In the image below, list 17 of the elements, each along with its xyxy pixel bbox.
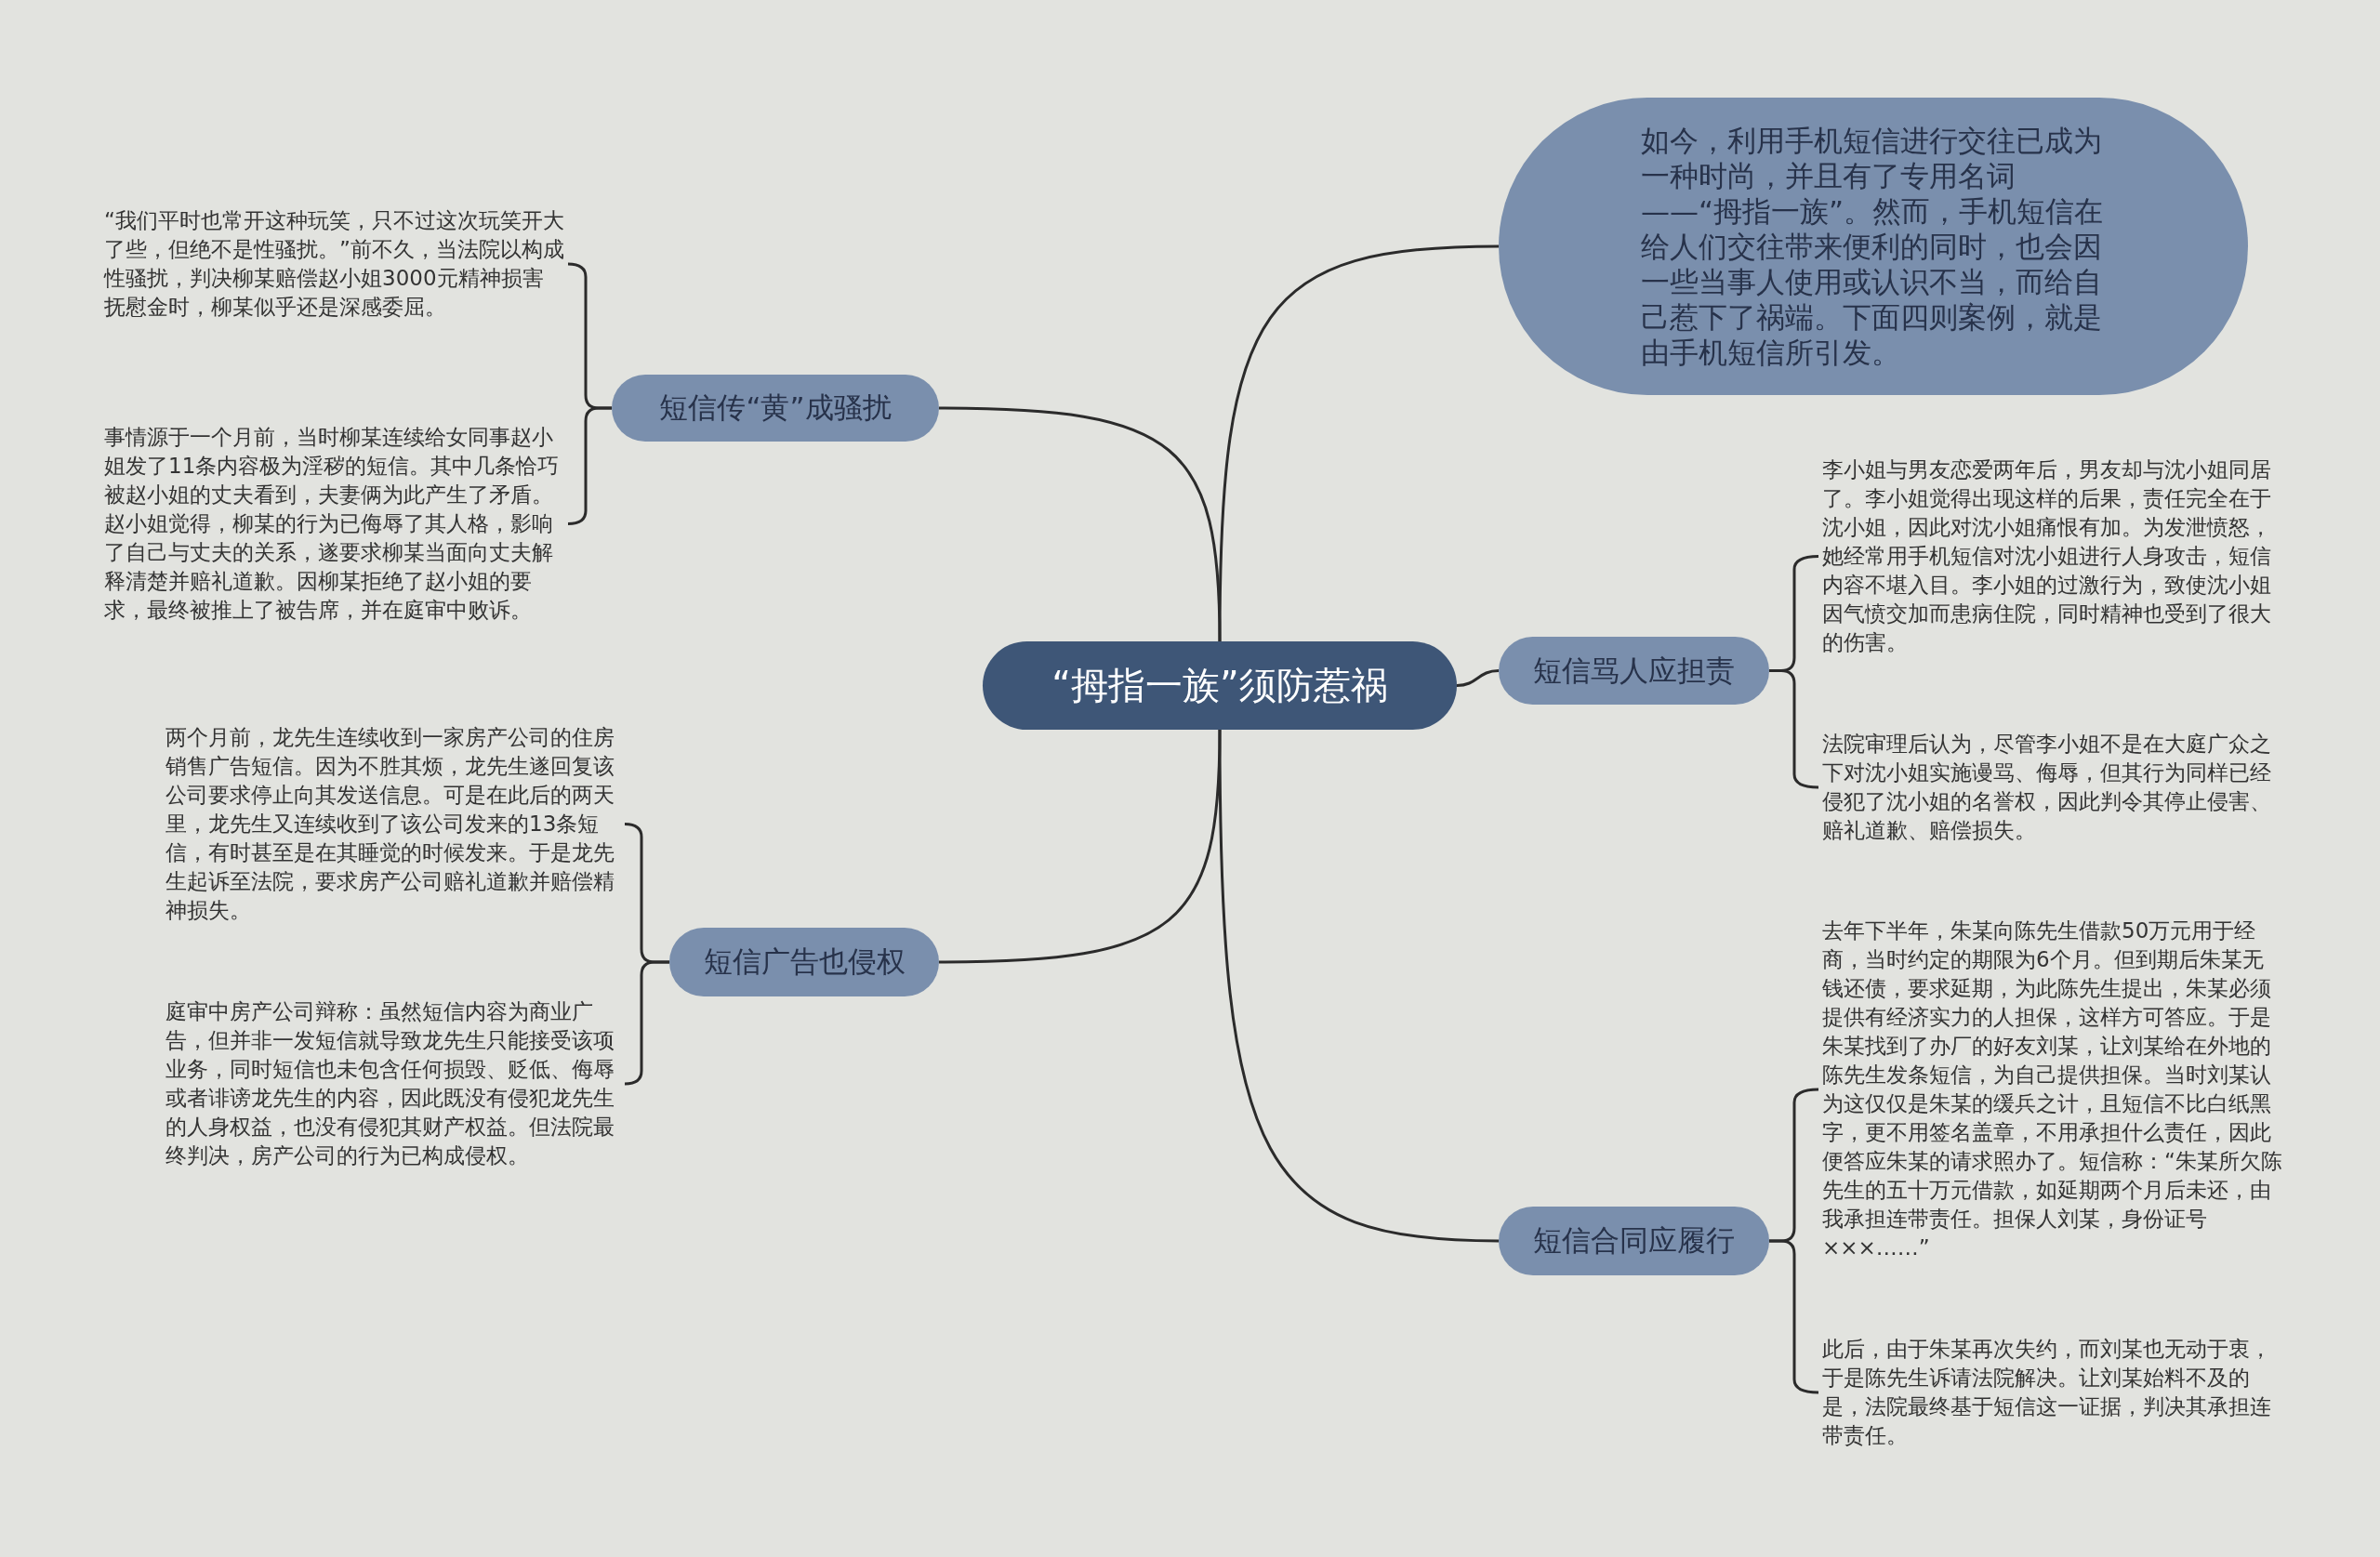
branch-box: 短信骂人应担责 — [1499, 637, 1769, 705]
case-text: 庭审中房产公司辩称：虽然短信内容为商业广告，但并非一发短信就导致龙先生只能接受该项业务，同时短信也未包含任何损毁、贬低、侮辱或者诽谤龙先生的内容，因此既没有侵犯龙先生的人身权益，也没有侵犯其财产权益。但法院最终判决，房产公司的行为已构成侵权。 — [165, 997, 621, 1170]
case-text: 事情源于一个月前，当时柳某连续给女同事赵小姐发了11条内容极为淫秽的短信。其中几条恰巧被赵小姐的丈夫看到，夫妻俩为此产生了矛盾。赵小姐觉得，柳某的行为已侮辱了其人格，影响了自己与丈夫的关系，遂要求柳某当面向丈夫解释清楚并赔礼道歉。因柳某拒绝了赵小姐的要求，最终被推上了被告席，并在庭审中败诉。 — [104, 423, 564, 625]
branch-box: 短信广告也侵权 — [669, 928, 939, 996]
branch-connector — [938, 729, 1222, 964]
topic-box: “拇指一族”须防惹祸 — [983, 641, 1457, 730]
case-text: 李小姐与男友恋爱两年后，男友却与沈小姐同居了。李小姐觉得出现这样的后果，责任完全在于沈小姐，因此对沈小姐痛恨有加。为发泄愤怒，她经常用手机短信对沈小姐进行人身攻击，短信内容不堪入目。李小姐的过激行为，致使沈小姐因气愤交加而患病住院，同时精神也受到了很大的伤害。 — [1822, 455, 2282, 657]
case-text: 去年下半年，朱某向陈先生借款50万元用于经商，当时约定的期限为6个月。但到期后朱某无钱还债，要求延期，为此陈先生提出，朱某必须提供有经济实力的人担保，这样方可答应。于是朱某找到了办厂的好友刘某，让刘某给在外地的陈先生发条短信，为自己提供担保。当时刘某认为这仅仅是朱某的缓兵之计，且短信不比白纸黑字，更不用签名盖章，不用承担什么责任，因此便答应朱某的请求照办了。短信称：“朱某所欠陈先生的五十万元借款，如延期两个月后未还，由我承担连带责任。担保人刘某，身份证号×××……” — [1822, 917, 2282, 1262]
case-text: 法院审理后认为，尽管李小姐不是在大庭广众之下对沈小姐实施谩骂、侮辱，但其行为同样已经侵犯了沈小姐的名誉权，因此判令其停止侵害、赔礼道歉、赔偿损失。 — [1822, 730, 2282, 845]
branch-box: 短信传“黄”成骚扰 — [612, 375, 939, 442]
branch-connector — [1456, 669, 1500, 687]
case-text: 两个月前，龙先生连续收到一家房产公司的住房销售广告短信。因为不胜其烦，龙先生遂回复该公司要求停止向其发送信息。可是在此后的两天里，龙先生又连续收到了该公司发来的13条短信，有时甚至是在其睡觉的时候发来。于是龙先生起诉至法院，要求房产公司赔礼道歉并赔偿精神损失。 — [165, 723, 621, 925]
branch-connector — [938, 406, 1222, 642]
case-text: “我们平时也常开这种玩笑，只不过这次玩笑开大了些，但绝不是性骚扰。”前不久，当法院以构成性骚扰，判决柳某赔偿赵小姐3000元精神损害抚慰金时，柳某似乎还是深感委屈。 — [104, 206, 564, 322]
case-text: 此后，由于朱某再次失约，而刘某也无动于衷，于是陈先生诉请法院解决。让刘某始料不及的是，法院最终基于短信这一证据，判决其承担连带责任。 — [1822, 1335, 2282, 1450]
branch-connector — [1218, 730, 1500, 1243]
branch-box: 短信合同应履行 — [1499, 1207, 1769, 1275]
